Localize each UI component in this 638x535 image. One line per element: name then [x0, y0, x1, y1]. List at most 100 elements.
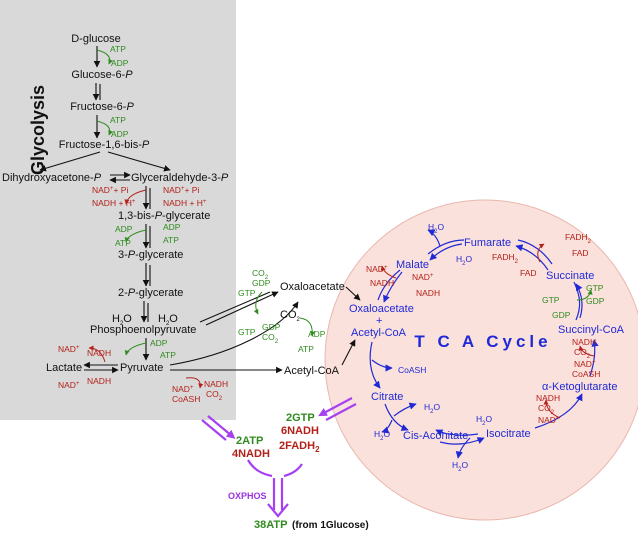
metabolite-glucose-6-p: Glucose-6-P	[71, 69, 133, 81]
tca-title: T C A Cycle	[414, 332, 551, 351]
yield-glycolysis-nadh: 4NADH	[232, 448, 270, 460]
cofactor-co2-pdh: CO2	[206, 389, 223, 402]
cofactor-gdp-pc: GDP	[262, 322, 281, 332]
metabolite-pep: Phosphoenolpyruvate	[90, 324, 196, 336]
metabolite-oxaloacetate-tca: Oxaloacetate	[349, 303, 414, 315]
cofactor-curve-pk	[124, 342, 147, 356]
cofactor-curve-pepck	[253, 291, 263, 315]
tca-cofactor-fad-b: FAD	[520, 268, 537, 278]
tca-cofactor-h2o-c: H2O	[476, 414, 492, 427]
metabolite-oxaloacetate-bridge: Oxaloacetate	[280, 281, 345, 293]
tca-cofactor-h2o-d: H2O	[452, 460, 468, 473]
cofactor-co2-pepck: CO2	[252, 268, 269, 281]
cofactor-adp-pgk-a: ADP	[115, 224, 133, 234]
yield-merge-right	[283, 463, 303, 478]
cofactor-curve-hk	[96, 49, 113, 65]
cofactor-curve-citrate-synthase	[371, 359, 393, 372]
cofactor-curve-ldh	[88, 345, 106, 363]
tca-cofactor-nadh-mdh-a: NADH	[370, 278, 394, 288]
arrow-malate-to-fumarate	[427, 239, 465, 255]
metabolite-dhap: Dihydroxyacetone-P	[2, 172, 102, 184]
tca-cofactor-co2-idh: CO2	[538, 403, 555, 416]
tca-cofactor-fadh2-a: FADH2	[565, 232, 592, 245]
yield-total-atp: 38ATP	[254, 519, 287, 531]
arrow-pep-to-oaa	[205, 291, 279, 326]
glycolysis-panel	[0, 0, 236, 420]
metabolite-succinyl-coa: Succinyl-CoA	[558, 324, 625, 336]
cofactor-nad-pdh: NAD+	[172, 384, 194, 394]
tca-cofactor-nadh-mdh-b: NADH	[416, 288, 440, 298]
arrow-isocitrate-to-cis-aconitate	[435, 429, 479, 437]
yield-arrow-glycolysis	[201, 415, 232, 440]
tca-cofactor-h2o-a: H2O	[424, 402, 440, 415]
arrow-succinate-to-succinyl-coa	[573, 281, 581, 321]
tca-cofactor-nad-mdh-a: NAD+	[366, 264, 388, 274]
metabolite-malate: Malate	[396, 259, 429, 271]
tca-cofactor-gdp: GDP	[552, 310, 571, 320]
tca-cofactor-gtp-b: GTP	[586, 283, 604, 293]
yield-glycolysis-atp: 2ATP	[236, 435, 263, 447]
tca-cofactor-nad-idh: NAD+	[538, 415, 560, 425]
metabolite-isocitrate: Isocitrate	[486, 428, 531, 440]
cofactor-curve-aconitase-b	[381, 419, 393, 434]
cofactor-atp-pfk: ATP	[110, 115, 126, 125]
yield-tca-nadh: 6NADH	[281, 425, 319, 437]
metabolite-pyruvate: Pyruvate	[120, 362, 163, 374]
cofactor-adp-pk: ADP	[150, 338, 168, 348]
tca-cofactor-co2-akgdh: CO2	[574, 347, 591, 360]
cofactor-nad-ldh-b: NAD+	[58, 380, 80, 390]
arrow-f16bp-to-dhap	[39, 151, 101, 172]
yield-tca-gtp: 2GTP	[286, 412, 315, 424]
cofactor-atp-pgk-b: ATP	[163, 235, 179, 245]
tca-cofactor-coash: CoASH	[398, 365, 426, 375]
cofactor-nad-gapdh-a: NAD++ Pi	[92, 185, 128, 195]
cofactor-curve-fumarase	[427, 229, 441, 247]
cofactor-adp-hk: ADP	[111, 58, 129, 68]
tca-cofactor-gtp: GTP	[542, 295, 560, 305]
cofactor-gtp-pepck-b: GTP	[238, 327, 256, 337]
metabolite-fructose-6-p: Fructose-6-P	[70, 101, 134, 113]
cofactor-nadh-ldh-b: NADH	[87, 376, 111, 386]
tca-cofactor-h2o-f: H2O	[456, 254, 472, 267]
metabolite-acetyl-coa-tca: Acetyl-CoA	[351, 327, 407, 339]
tca-cofactor-gdp-b: GDP	[586, 296, 605, 306]
metabolite-citrate: Citrate	[371, 391, 403, 403]
cofactor-curve-sdh	[537, 243, 545, 263]
metabolite-d-glucose: D-glucose	[71, 33, 121, 45]
cofactor-curve-akgdh	[578, 345, 595, 357]
cofactor-nadh-ldh-a: NADH	[87, 348, 111, 358]
yield-total-note: (from 1Glucose)	[292, 520, 369, 531]
metabolite-2-pg: 2-P-glycerate	[118, 287, 183, 299]
cofactor-atp-pgk-a: ATP	[115, 238, 131, 248]
cofactor-gdp-pepck: GDP	[252, 278, 271, 288]
tca-cofactor-nadh-akgdh: NADH	[572, 337, 596, 347]
yield-arrow-oxphos	[267, 478, 289, 518]
cofactor-adp-pfk: ADP	[111, 129, 129, 139]
cofactor-curve-aconitase-c	[455, 437, 471, 459]
tca-cofactor-h2o-b: H2O	[374, 429, 390, 442]
tca-cofactor-nadh-idh: NADH	[536, 393, 560, 403]
yield-oxphos-label: OXPHOS	[228, 491, 267, 501]
cofactor-h2o-enolase-b: H2O	[158, 313, 178, 327]
metabolite-fumarate: Fumarate	[464, 237, 511, 249]
metabolite-cis-aconitate: Cis-Aconitate	[403, 430, 468, 442]
arrow-pyruvate-to-oaa	[169, 301, 299, 366]
cofactor-curve-sucl	[576, 289, 593, 301]
metabolite-g3p: Glyceraldehyde-3-P	[131, 172, 229, 184]
tca-cofactor-fad-a: FAD	[572, 248, 589, 258]
tca-circle	[324, 199, 638, 521]
arrow-akg-to-succinyl-coa	[589, 339, 599, 377]
arrow-fumarate-to-succinate	[517, 239, 553, 265]
arrow-acetyl-coa-to-tca	[341, 339, 356, 366]
cofactor-atp-pc: ATP	[298, 344, 314, 354]
cofactor-gtp-pepck-a: GTP	[238, 288, 256, 298]
tca-cofactor-fadh2-b: FADH2	[492, 252, 519, 265]
cofactor-curve-pfk	[96, 120, 113, 136]
cofactor-co2-pc-input: CO2	[280, 309, 301, 323]
cofactor-curve-aconitase-a	[393, 402, 417, 417]
arrow-cis-aconitate-to-isocitrate	[439, 437, 485, 445]
yield-tca-fadh2: 2FADH2	[279, 440, 320, 454]
tca-plus: +	[376, 315, 382, 327]
